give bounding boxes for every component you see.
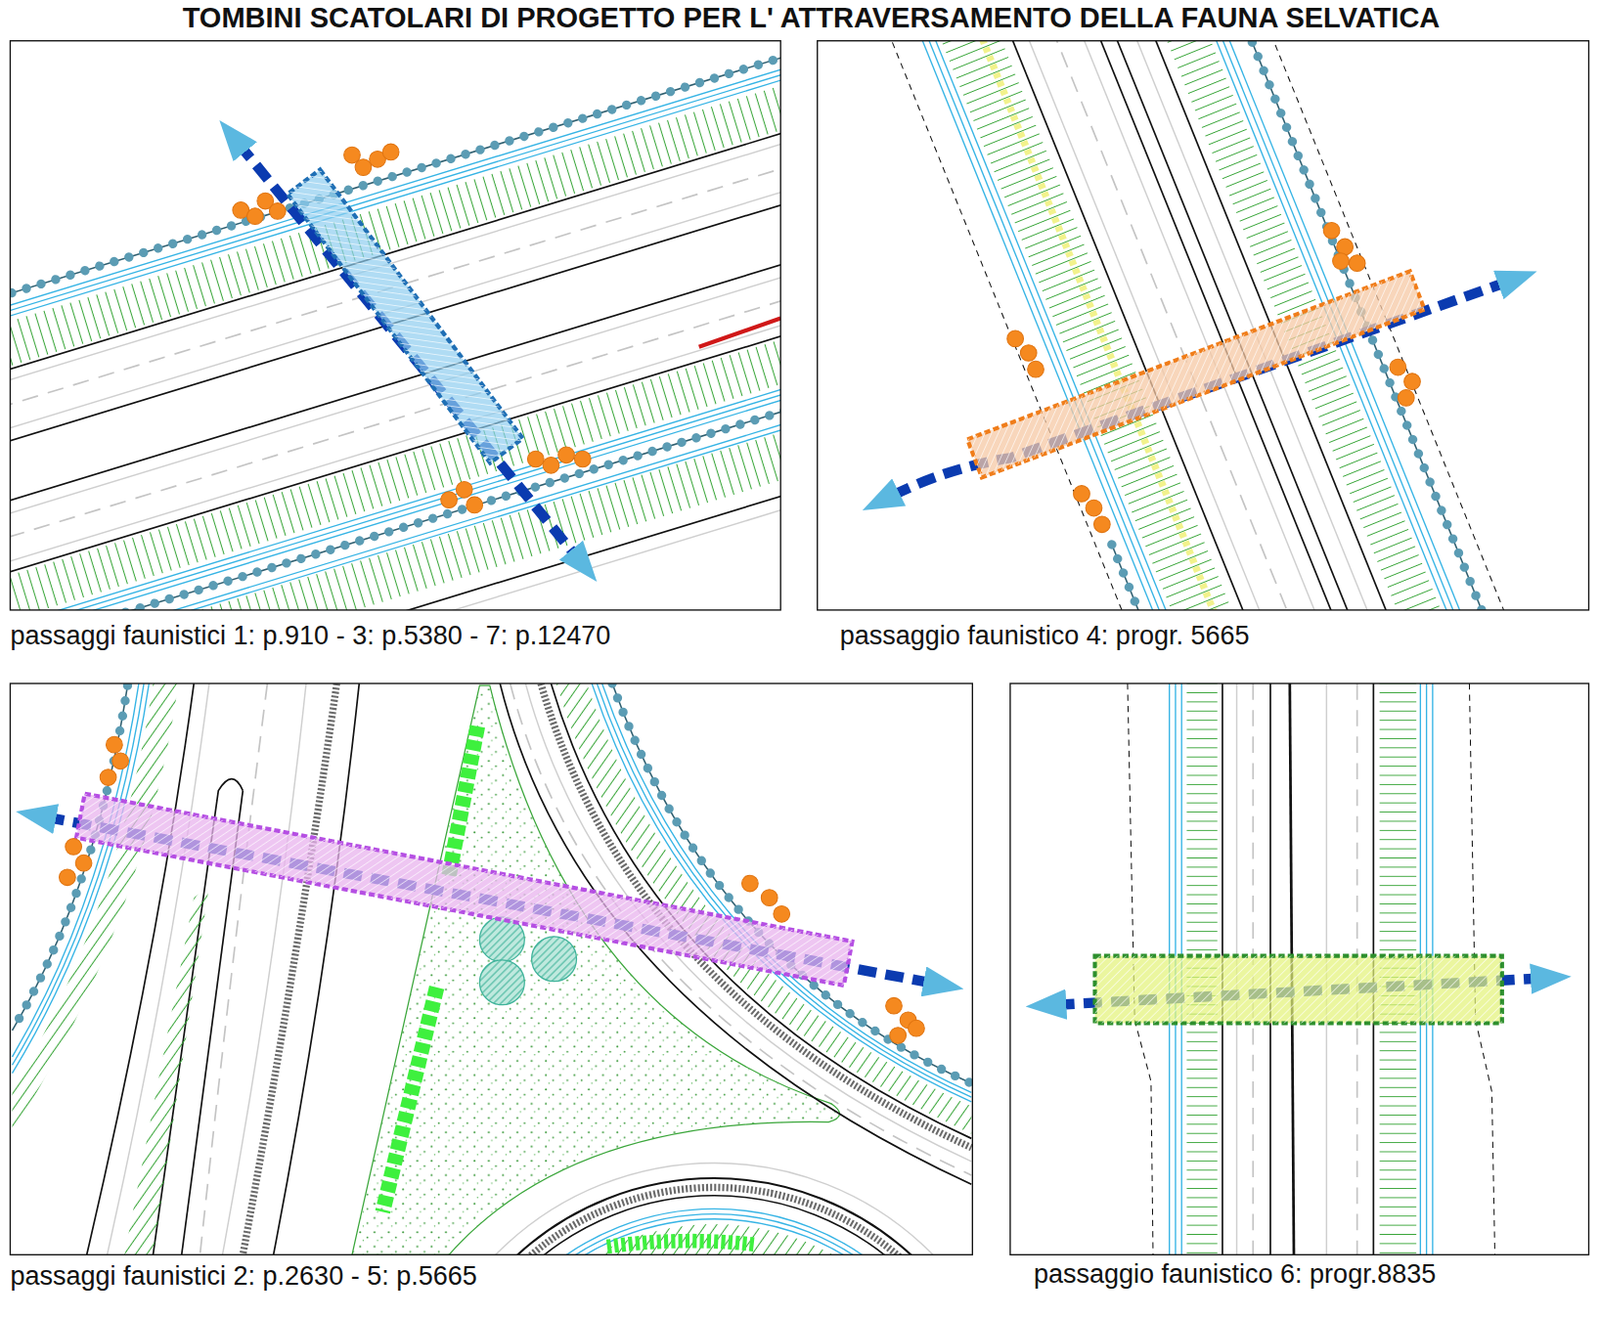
panel-two-drawing bbox=[880, 41, 1514, 611]
panel-caption: passaggio faunistico 6: progr.8835 bbox=[1033, 1259, 1436, 1290]
panel-caption: passaggio faunistico 4: progr. 5665 bbox=[840, 621, 1250, 652]
panel-caption: passaggi faunistici 2: p.2630 - 5: p.566… bbox=[9, 1261, 477, 1292]
panel-three-drawing bbox=[12, 683, 974, 1255]
drawing-title: TOMBINI SCATOLARI DI PROGETTO PER L' ATT… bbox=[182, 1, 1441, 35]
panel-frames bbox=[9, 41, 1589, 1256]
panel-caption: passaggi faunistici 1: p.910 - 3: p.5380… bbox=[9, 621, 611, 652]
panel-one-drawing bbox=[9, 41, 781, 611]
panel-four-drawing bbox=[1056, 683, 1542, 1255]
